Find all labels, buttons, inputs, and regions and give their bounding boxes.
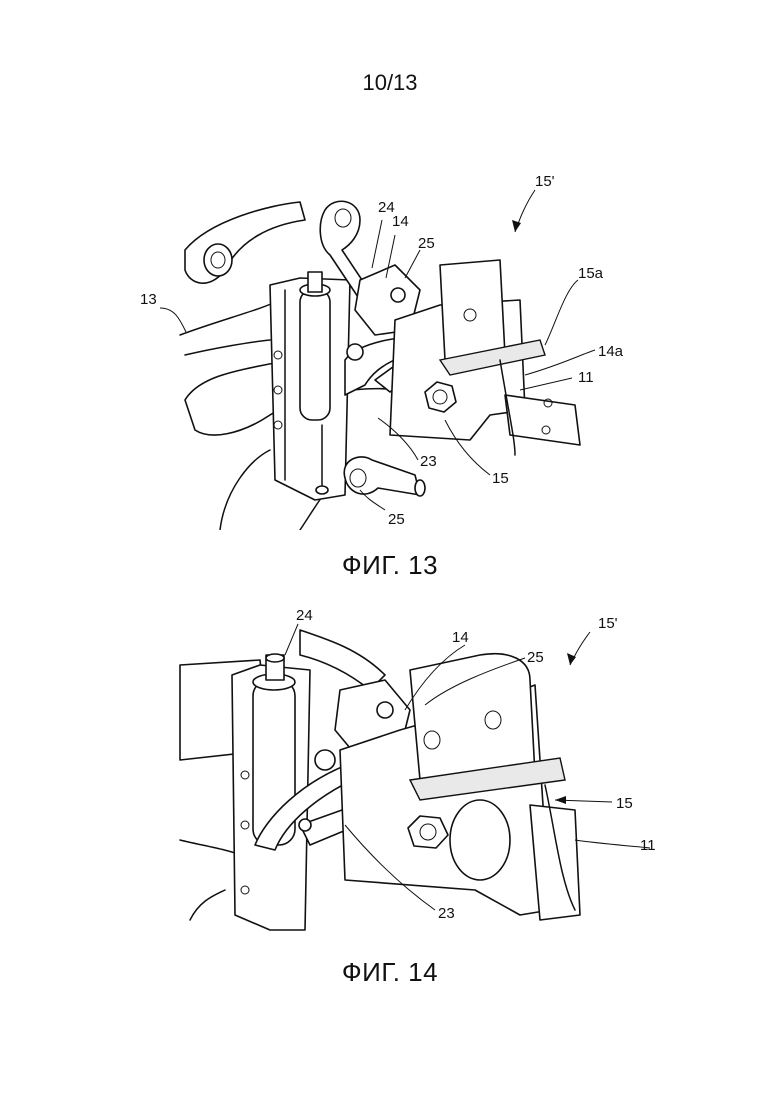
figure-13: 13 24 14 25 15' 15a 14a 11 23 15 25 ФИГ.…: [0, 160, 780, 530]
figure-14-caption: ФИГ. 14: [0, 957, 780, 988]
ref-25-bottom: 25: [388, 511, 405, 528]
figure-14: 24 14 25 15' 15 11 23 ФИГ. 14: [0, 600, 780, 1000]
ref-25: 25: [527, 649, 544, 666]
ref-11: 11: [578, 369, 594, 386]
ref-24: 24: [296, 607, 313, 624]
ref-11: 11: [640, 837, 656, 854]
ref-14: 14: [392, 213, 409, 230]
ref-15a: 15a: [578, 265, 604, 282]
figure-13-caption: ФИГ. 13: [0, 550, 780, 581]
ref-25-top: 25: [418, 235, 435, 252]
ref-13: 13: [140, 291, 157, 308]
ref-15: 15: [492, 470, 509, 487]
ref-23: 23: [438, 905, 455, 922]
ref-23: 23: [420, 453, 437, 470]
ref-15-prime: 15': [598, 615, 618, 632]
ref-15-prime: 15': [535, 173, 555, 190]
page-number: 10/13: [0, 70, 780, 96]
figure-14-drawing: 24 14 25 15' 15 11 23: [0, 600, 780, 940]
hinge-pin: [300, 290, 330, 420]
figure-13-drawing: 13 24 14 25 15' 15a 14a 11 23 15 25: [0, 160, 780, 530]
ref-14: 14: [452, 629, 469, 646]
top-lug: [185, 202, 305, 283]
ref-14a: 14a: [598, 343, 624, 360]
ref-15: 15: [616, 795, 633, 812]
